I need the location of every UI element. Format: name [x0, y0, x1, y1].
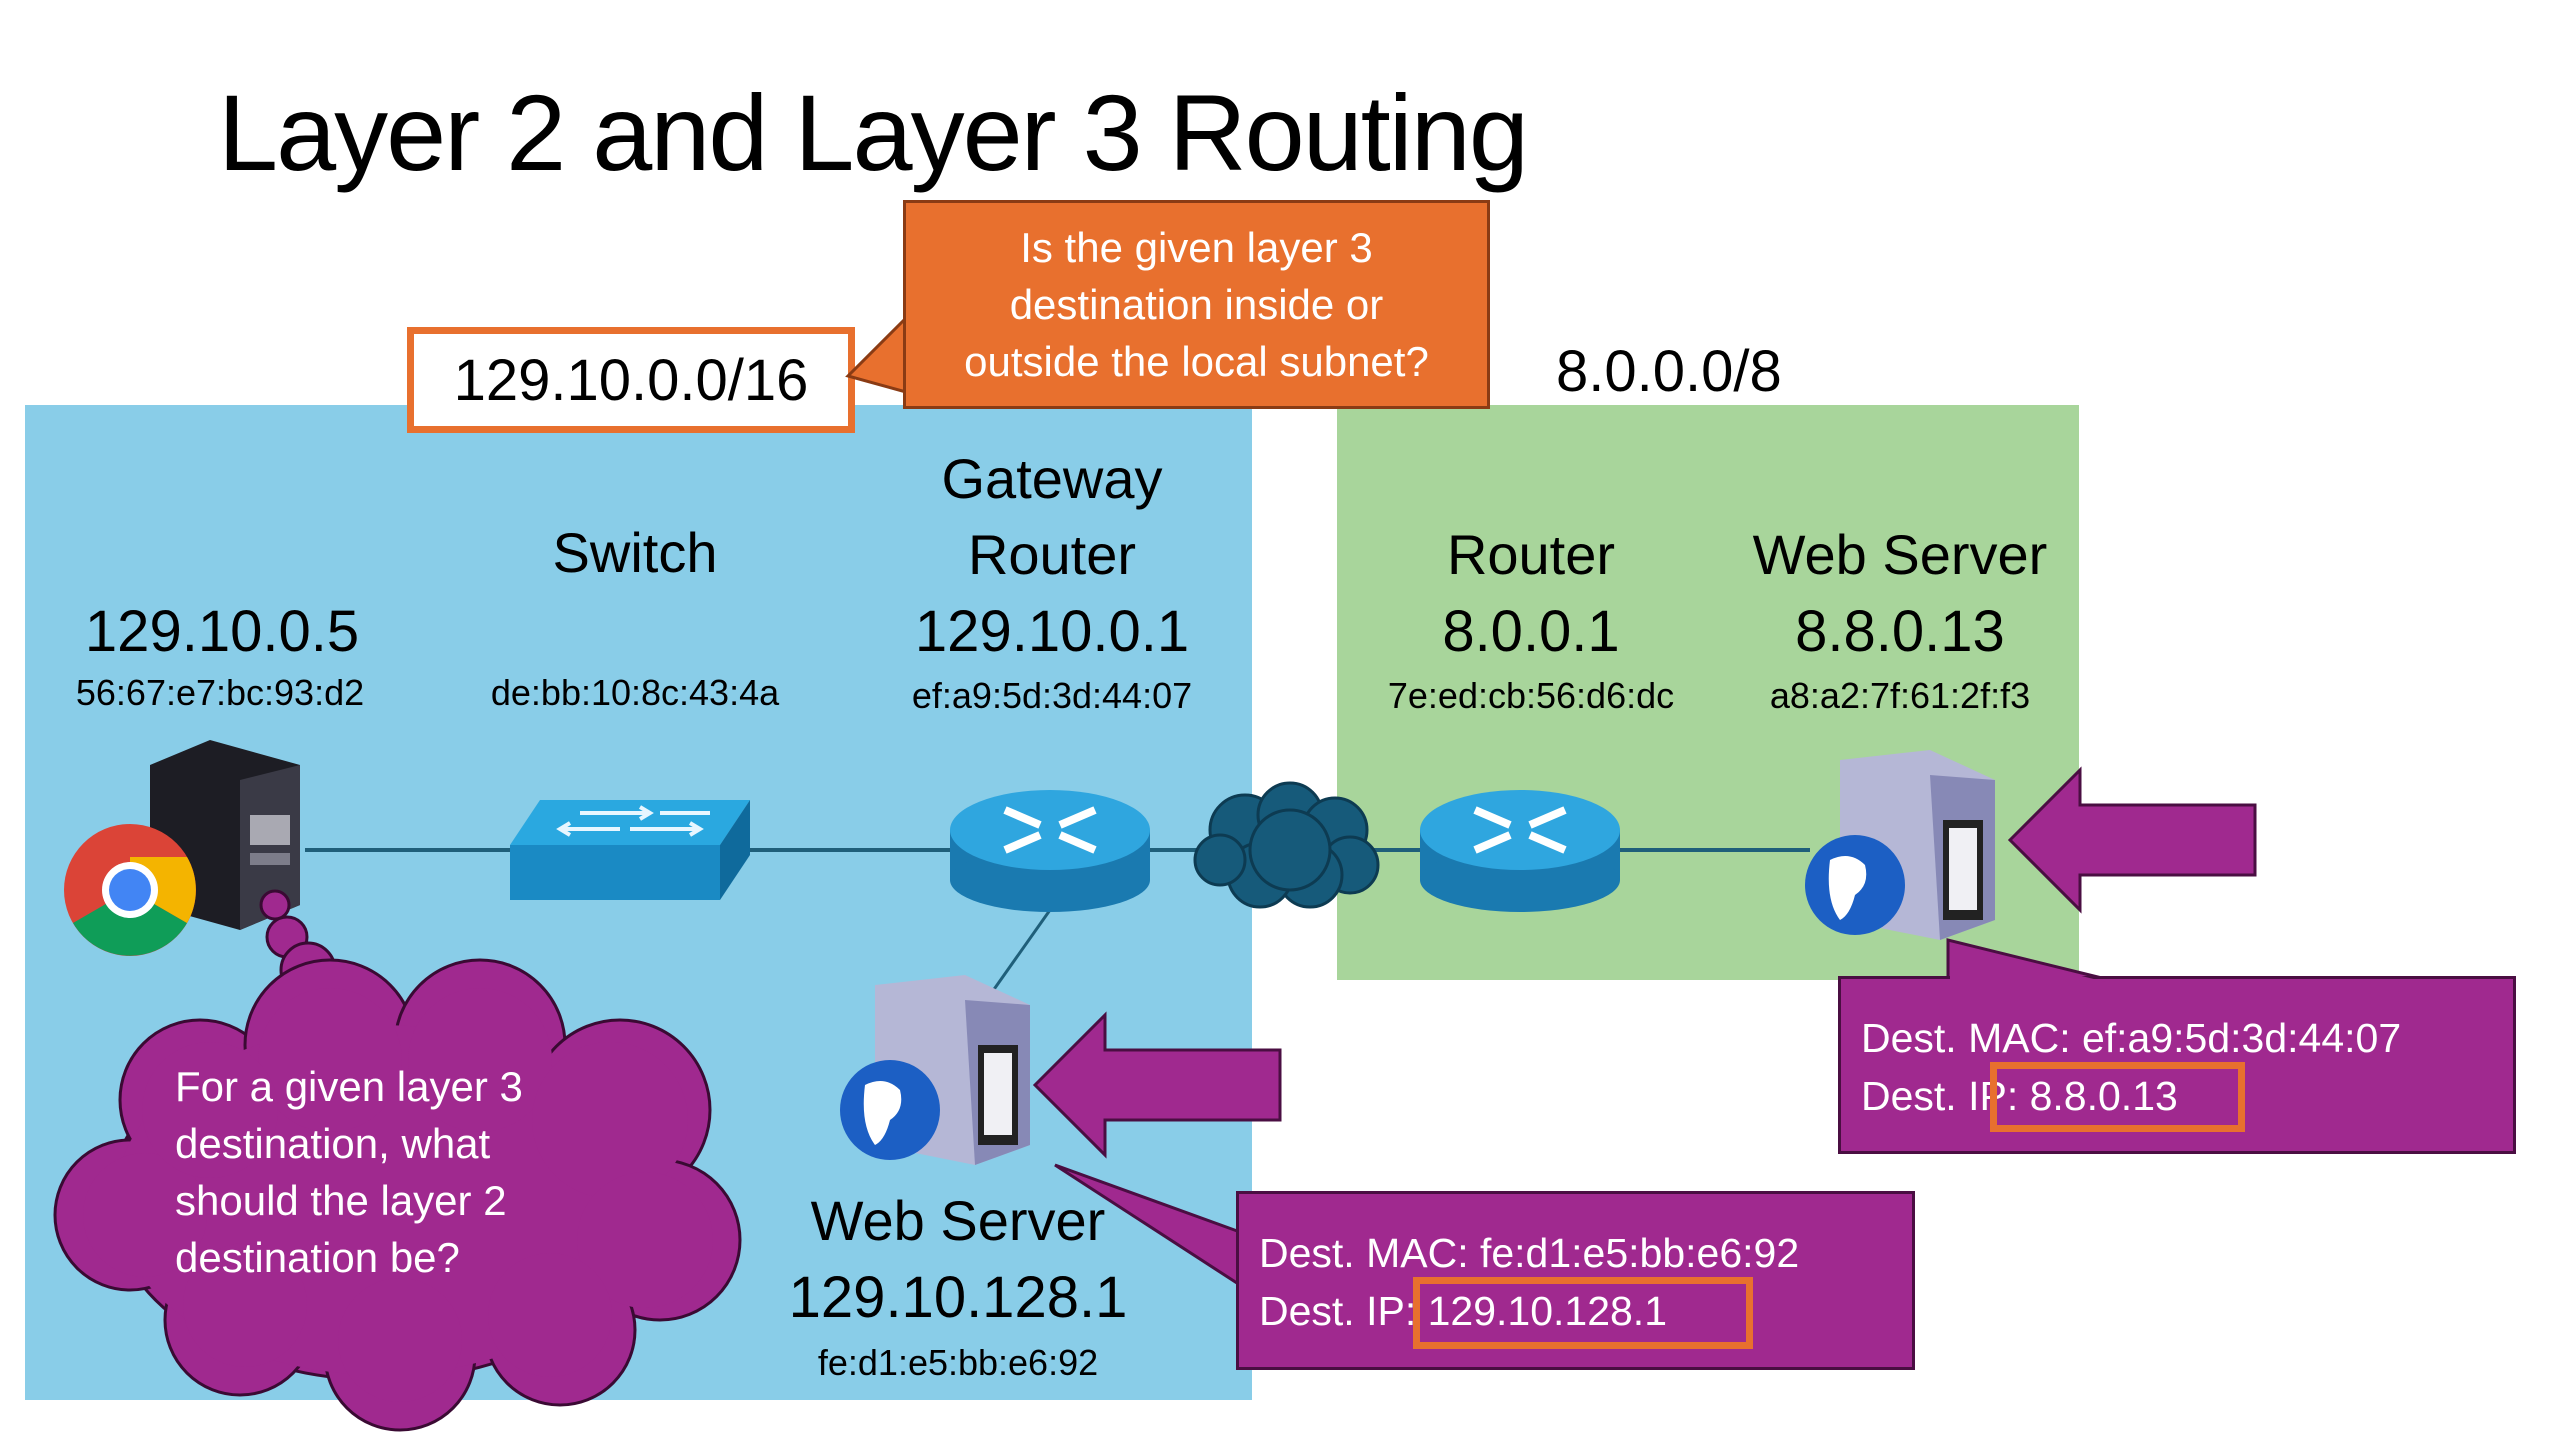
- local-subnet-text: 129.10.0.0/16: [453, 347, 809, 413]
- arrow-to-remote-webserver-icon: [2007, 766, 2257, 914]
- arrow-to-local-webserver-icon: [1032, 1011, 1282, 1159]
- client-mac: 56:67:e7:bc:93:d2: [75, 672, 365, 713]
- local-frame-dest-mac: Dest. MAC: fe:d1:e5:bb:e6:92: [1259, 1230, 1800, 1276]
- slide-title: Layer 2 and Layer 3 Routing: [218, 72, 1529, 193]
- remote-webserver-mac: a8:a2:7f:61:2f:f3: [1769, 675, 2031, 716]
- gateway-router-name-line2: Router: [967, 523, 1137, 586]
- gateway-router-mac: ef:a9:5d:3d:44:07: [911, 675, 1193, 716]
- remote-router-name: Router: [1446, 523, 1616, 586]
- cloud-line: should the layer 2: [175, 1177, 507, 1224]
- callout-line: Is the given layer 3: [1020, 224, 1373, 271]
- callout-line: destination inside or: [1009, 281, 1384, 328]
- local-subnet-label: 129.10.0.0/16: [407, 327, 855, 433]
- remote-webserver-name: Web Server: [1752, 523, 2048, 586]
- local-webserver-ip: 129.10.128.1: [788, 1265, 1128, 1330]
- remote-web-server-icon: [1805, 750, 1995, 940]
- dest-ip-value: : 129.10.128.1: [1404, 1288, 1668, 1334]
- local-dest-ip-highlight: [1413, 1277, 1753, 1349]
- internet-cloud-icon: [1193, 781, 1380, 909]
- cloud-line: destination be?: [175, 1234, 460, 1281]
- switch-icon: [510, 800, 750, 900]
- remote-dest-ip-highlight: [1990, 1062, 2245, 1132]
- local-frame-dest-ip: Dest. IP: 129.10.128.1: [1259, 1282, 1912, 1340]
- local-web-server-icon: [840, 975, 1030, 1165]
- callout-line: outside the local subnet?: [964, 338, 1429, 385]
- remote-router-icon: [1420, 790, 1620, 912]
- cloud-line: For a given layer 3: [175, 1063, 523, 1110]
- remote-frame-dest-ip: Dest. IP: 8.8.0.13: [1861, 1067, 2513, 1125]
- gateway-router-icon: [950, 790, 1150, 912]
- remote-router-mac: 7e:ed:cb:56:d6:dc: [1387, 675, 1675, 716]
- dest-ip-prefix: Dest. I: [1861, 1073, 1980, 1119]
- remote-frame-dest-mac: Dest. MAC: ef:a9:5d:3d:44:07: [1861, 1015, 2402, 1061]
- local-webserver-mac: fe:d1:e5:bb:e6:92: [817, 1342, 1099, 1383]
- chrome-icon: [64, 824, 196, 956]
- link-gateway-local-webserver: [988, 909, 1052, 996]
- gateway-router-ip: 129.10.0.1: [914, 599, 1190, 664]
- gateway-router-name-line1: Gateway: [941, 447, 1163, 510]
- remote-router-ip: 8.0.0.1: [1442, 599, 1620, 664]
- switch-name: Switch: [552, 521, 718, 584]
- client-ip: 129.10.0.5: [84, 599, 360, 664]
- dest-ip-prefix: Dest. IP: [1259, 1288, 1405, 1334]
- remote-webserver-ip: 8.8.0.13: [1795, 599, 2005, 664]
- dest-ip-value: P: 8.8.0.13: [1979, 1073, 2178, 1119]
- remote-subnet-label: 8.0.0.0/8: [1556, 339, 1782, 404]
- subnet-question-callout: Is the given layer 3 destination inside …: [903, 200, 1490, 409]
- switch-mac: de:bb:10:8c:43:4a: [490, 672, 780, 713]
- thought-cloud-text: For a given layer 3 destination, what sh…: [175, 1058, 523, 1286]
- cloud-line: destination, what: [175, 1120, 491, 1167]
- local-webserver-name: Web Server: [810, 1189, 1106, 1252]
